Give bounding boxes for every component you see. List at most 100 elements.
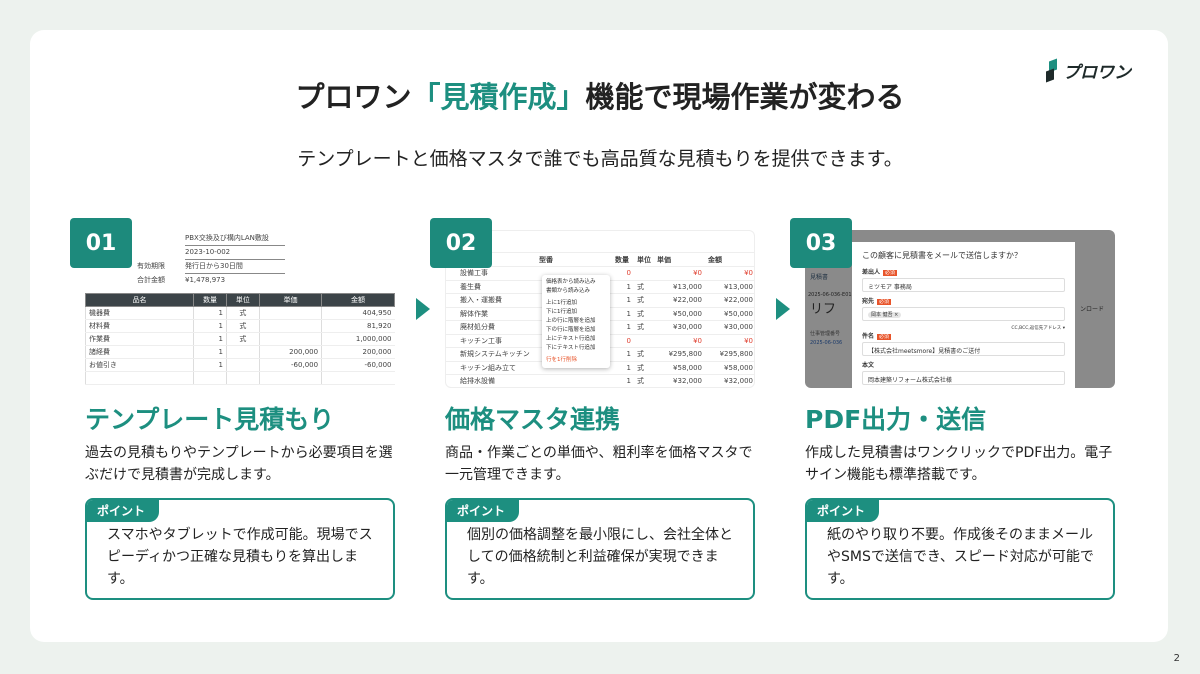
col-header: 単価 [258,293,323,307]
menu-item[interactable]: 書類から読み込み [546,288,591,294]
table-cell: 式 [634,280,654,294]
bg-tab: 見積書 [810,274,829,281]
point-text: スマホやタブレットで作成可能。現場でスピーディかつ正確な見積もりを算出します。 [107,527,373,587]
table-cell [536,374,612,387]
col-header: 型番 [536,253,612,267]
table-cell: ¥0 [705,334,754,348]
table-cell: 1 [193,332,227,346]
recipient-chip[interactable]: 岡本 健吾 × [868,312,902,318]
item-name-cell[interactable]: 廃材処分費 [446,320,536,335]
table-cell: 式 [634,293,654,308]
col-header: 金額 [321,293,395,307]
table-cell: 式 [226,332,260,346]
subject-field[interactable]: 【株式会社meetsmore】見積書のご送付 [862,342,1065,356]
table-cell [634,266,654,281]
item-name-cell[interactable]: キッチン組み立て [446,361,536,375]
table-cell: 1 [193,345,227,359]
table-cell: ¥30,000 [654,320,705,335]
field-label: 本文 [862,362,875,369]
item-name-cell[interactable]: 設備工事 [446,266,536,281]
item-name-cell[interactable]: キッチン工事 [446,334,536,348]
table-cell: 式 [226,319,260,333]
menu-item[interactable]: 価格表から読み込み [546,279,596,285]
item-name-cell[interactable]: 解体作業 [446,307,536,321]
menu-item[interactable]: 上の行に階層を追加 [546,318,596,324]
download-button[interactable]: ンロード [1080,306,1105,313]
menu-item[interactable]: 上にテキスト行追加 [546,336,596,342]
menu-item[interactable]: 下にテキスト行追加 [546,345,596,351]
page-number: 2 [1173,653,1180,664]
table-cell: 作業費 [85,332,194,346]
title-highlight: 「見積作成」 [411,80,586,114]
table-cell: 81,920 [321,319,395,333]
table-cell [321,371,395,385]
menu-item[interactable]: 行を1行削除 [546,357,577,363]
table-cell: ¥13,000 [654,280,705,294]
context-menu: 価格表から読み込み書類から読み込み上に1行追加下に1行追加上の行に階層を追加下の… [542,275,610,368]
field-label: 宛先 [862,298,875,305]
item-name-cell[interactable]: 養生費 [446,280,536,294]
table-cell: 式 [634,347,654,362]
table-cell: ¥0 [654,334,705,348]
bg-label: 仕事管理番号 [810,331,841,337]
menu-item[interactable]: 下に1行追加 [546,309,577,315]
logo-text: プロワン [1063,63,1131,83]
table-cell [258,319,322,333]
col-header: 数量 [612,253,634,267]
table-cell: 1 [193,319,227,333]
to-field[interactable]: 岡本 健吾 × [862,307,1065,321]
title-post: 機能で現場作業が変わる [585,80,905,114]
table-cell: 1,000,000 [321,332,395,346]
point-box: ポイント紙のやり取り不要。作成後そのままメールやSMSで送信でき、スピード対応が… [805,498,1115,600]
table-cell: 1 [612,347,634,362]
col-header: 単価 [654,253,705,267]
body-field[interactable]: 岡本建築リフォーム株式会社様 [862,371,1065,385]
table-cell: ¥32,000 [654,374,705,387]
table-cell: -60,000 [258,358,322,372]
table-cell: 1 [612,361,634,375]
table-cell: 1 [612,320,634,335]
meta-label: 合計金額 [137,276,165,284]
table-cell: 0 [612,266,634,281]
subtitle: テンプレートと価格マスタで誰でも高品質な見積もりを提供できます。 [297,148,903,170]
title-pre: プロワン [295,80,412,114]
table-cell [226,345,260,359]
item-name-cell[interactable]: 給排水設備 [446,374,536,387]
menu-item[interactable]: 下の行に階層を追加 [546,327,596,333]
feature-description: 商品・作業ごとの単価や、粗利率を価格マスタで一元管理できます。 [445,445,753,483]
point-label: ポイント [807,500,880,522]
table-cell: 0 [612,334,634,348]
required-badge: 必須 [877,299,892,305]
table-cell [226,358,260,372]
arrow-right-icon [416,298,430,320]
table-cell: ¥50,000 [654,307,705,321]
point-text: 個別の価格調整を最小限にし、会社全体としての価格統制と利益確保が実現できます。 [467,527,733,587]
table-cell: ¥58,000 [654,361,705,375]
table-cell: -60,000 [321,358,395,372]
col-header: 金額 [705,253,754,267]
table-cell: ¥30,000 [705,320,754,335]
bg-id: 2025-06-036-E01 [808,292,852,298]
table-cell [226,371,260,385]
table-cell [85,371,194,385]
table-cell: 1 [612,293,634,308]
item-name-cell[interactable]: 搬入・運搬費 [446,293,536,308]
item-name-cell[interactable]: 新規システムキッチン [446,347,536,362]
required-badge: 必須 [883,270,898,276]
table-cell: 1 [612,374,634,387]
send-email-dialog: この顧客に見積書をメールで送信しますか？ 差出人必須 ミツモア 事務局 宛先必須… [852,242,1075,388]
feature-description: 過去の見積もりやテンプレートから必要項目を選ぶだけで見積書が完成します。 [85,445,393,483]
cc-bcc-link[interactable]: CC,BCC,返信先アドレス ▾ [1011,326,1065,331]
menu-item[interactable]: 上に1行追加 [546,300,577,306]
table-cell: 200,000 [321,345,395,359]
required-badge: 必須 [877,334,892,340]
sender-field[interactable]: ミツモア 事務局 [862,278,1065,292]
table-cell: ¥295,800 [705,347,754,362]
table-cell: 式 [634,361,654,375]
point-box: ポイントスマホやタブレットで作成可能。現場でスピーディかつ正確な見積もりを算出し… [85,498,395,600]
table-cell: 諸経費 [85,345,194,359]
